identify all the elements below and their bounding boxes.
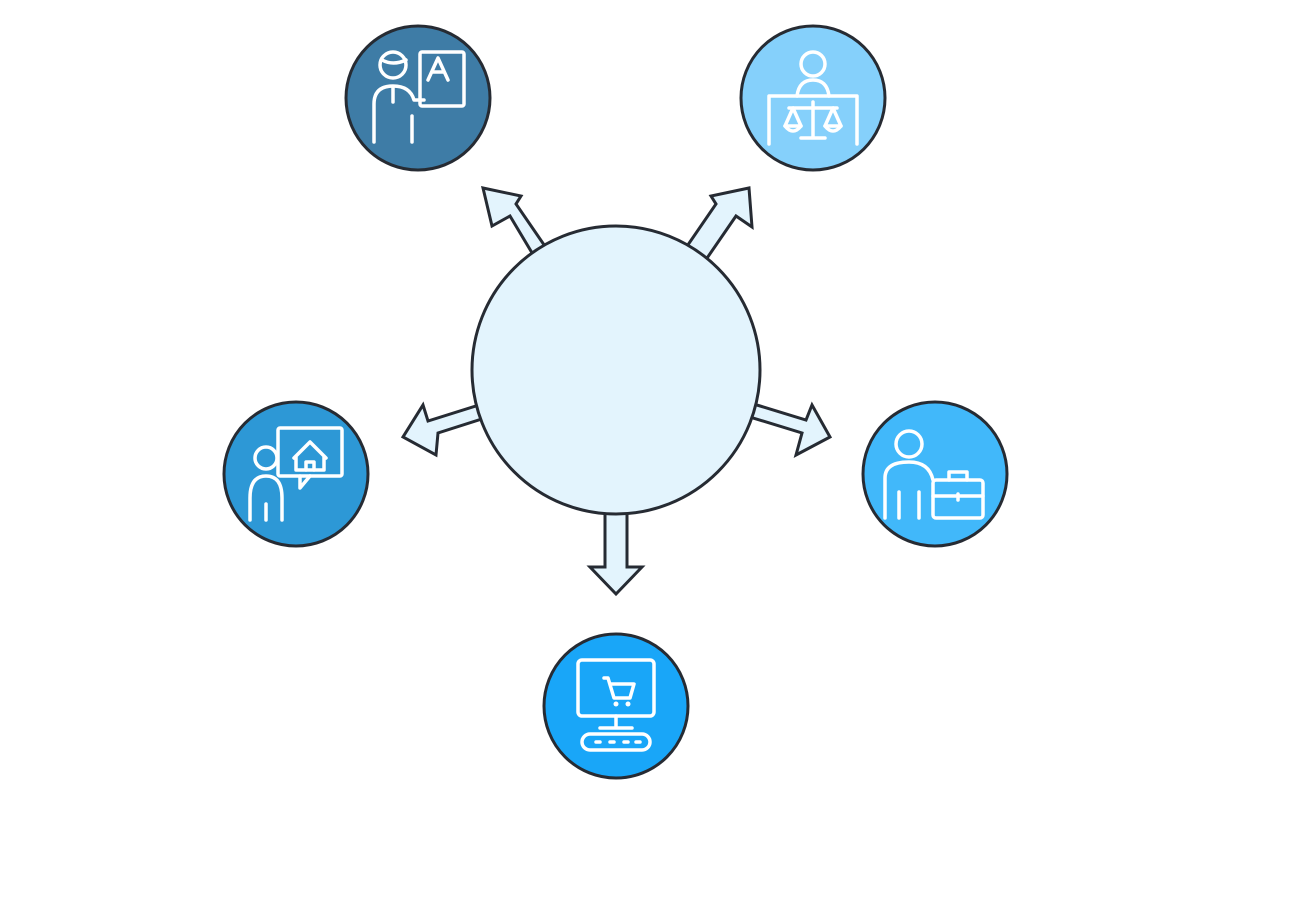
label-advocatenkantoren: Advocatenkantoren <box>908 66 1201 101</box>
realtor-house-icon <box>248 426 344 522</box>
node-circle-makelaars <box>222 400 370 548</box>
node-makelaars <box>222 400 370 548</box>
ecommerce-computer-icon <box>576 658 656 752</box>
lawyer-scales-icon <box>767 50 859 146</box>
label-ecommerce: E-commerce bedrijven <box>521 806 711 877</box>
teacher-whiteboard-icon <box>372 50 466 144</box>
node-group <box>222 24 1009 780</box>
node-adviesbureaus <box>861 400 1009 548</box>
node-advocatenkantoren <box>739 24 887 172</box>
node-ecommerce <box>542 632 690 780</box>
label-adviesbureaus: Adviesbureaus <box>1040 474 1261 509</box>
label-makelaars: Makelaars <box>34 474 187 509</box>
label-opleiders: Opleiders <box>179 66 323 101</box>
hub-circle <box>470 224 762 516</box>
node-circle-advocatenkantoren <box>739 24 887 172</box>
node-opleiders <box>344 24 492 172</box>
node-circle-opleiders <box>344 24 492 172</box>
consultant-briefcase-icon <box>883 429 985 520</box>
